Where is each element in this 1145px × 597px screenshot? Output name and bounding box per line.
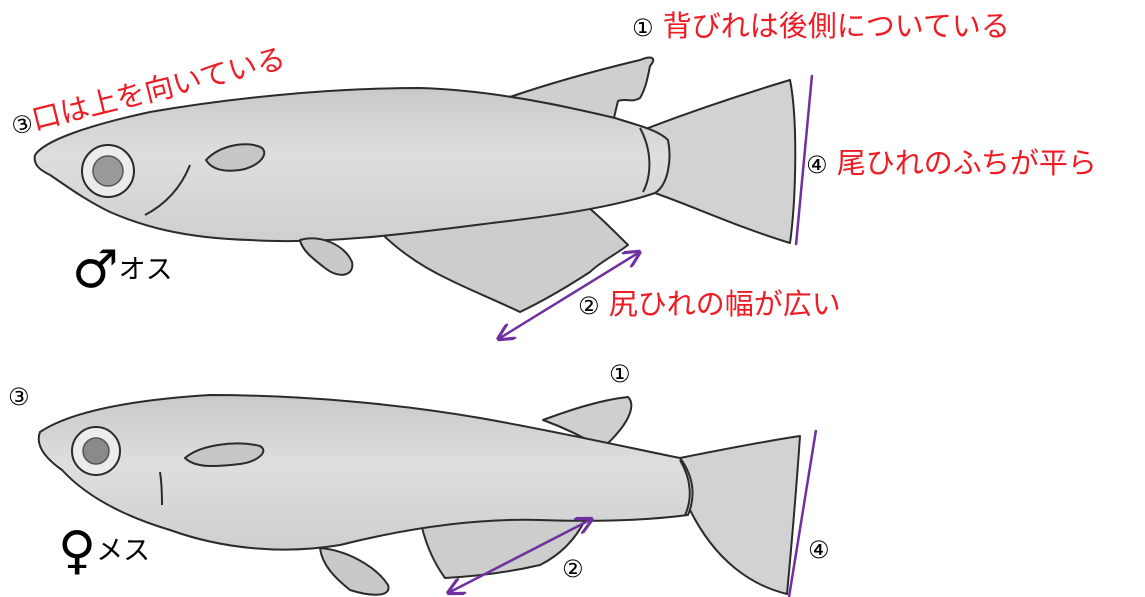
female-pelvic-fin xyxy=(319,547,390,596)
male-anal-annotation: ② 尻ひれの幅が広い xyxy=(578,290,841,319)
female-symbol-icon: ♀ xyxy=(58,521,97,581)
female-caudal-marker: ④ xyxy=(808,536,830,564)
male-caudal-number: ④ xyxy=(806,151,828,179)
male-symbol-icon: ♂ xyxy=(72,240,119,300)
female-sex-text: メス xyxy=(96,535,151,567)
male-sex-label: ♂オス xyxy=(72,244,173,296)
male-caudal-guide-line xyxy=(794,74,814,246)
male-caudal-text: 尾ひれのふちが平ら xyxy=(836,146,1097,180)
female-anal-width-arrow xyxy=(450,520,590,592)
male-pectoral-fin xyxy=(205,143,266,172)
male-dorsal-text: 背びれは後側についている xyxy=(662,9,1010,43)
female-caudal-fin xyxy=(679,435,801,595)
male-anal-width-arrow xyxy=(500,253,638,338)
male-anal-number: ② xyxy=(578,292,600,320)
male-dorsal-annotation: ① 背びれは後側についている xyxy=(632,12,1010,41)
male-dorsal-number: ① xyxy=(632,14,654,42)
female-anal-marker: ② xyxy=(562,555,584,583)
female-sex-label: ♀メス xyxy=(58,525,150,577)
male-pelvic-fin xyxy=(299,237,354,276)
female-mouth-marker: ③ xyxy=(8,383,30,411)
male-caudal-fin xyxy=(647,79,797,244)
male-sex-text: オス xyxy=(118,254,173,286)
female-fish xyxy=(37,394,801,596)
male-body xyxy=(33,87,671,243)
female-pectoral-fin xyxy=(184,442,265,468)
female-dorsal-marker: ① xyxy=(609,360,631,388)
female-body xyxy=(37,394,694,551)
male-anal-text: 尻ひれの幅が広い xyxy=(608,287,841,321)
female-caudal-guide-line xyxy=(787,429,818,597)
male-caudal-annotation: ④ 尾ひれのふちが平ら xyxy=(806,149,1097,178)
